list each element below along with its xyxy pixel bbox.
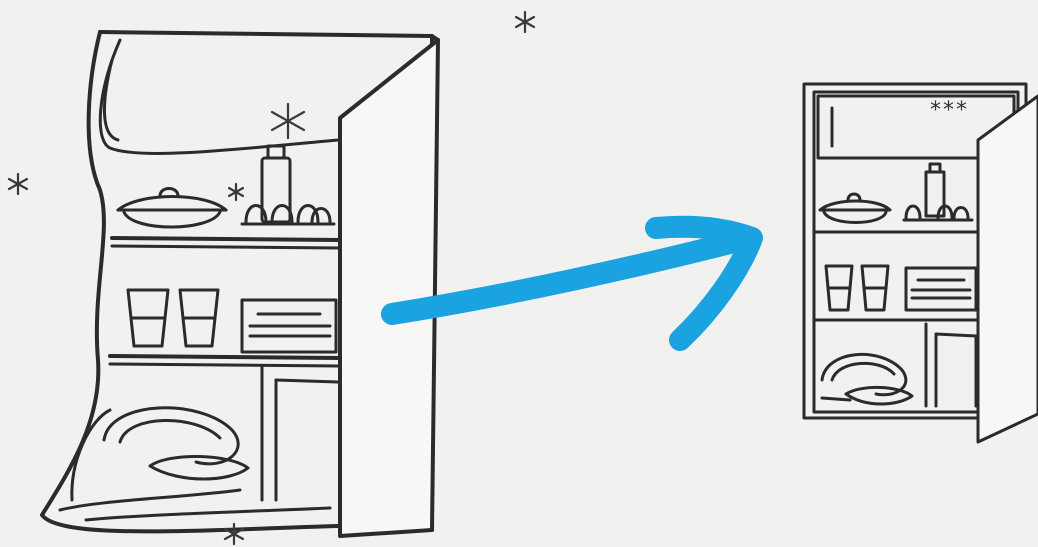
freezer-rating-label: *** (930, 98, 969, 123)
frost-star-icon (516, 12, 534, 32)
arrow-right-icon (392, 227, 752, 340)
frost-star-icon (229, 184, 243, 200)
frost-star-icon (225, 524, 243, 544)
melting-fridge-icon (9, 12, 534, 544)
fixed-fridge-icon (804, 84, 1038, 442)
frost-star-icon (9, 174, 27, 194)
frost-star-icon (272, 104, 304, 138)
